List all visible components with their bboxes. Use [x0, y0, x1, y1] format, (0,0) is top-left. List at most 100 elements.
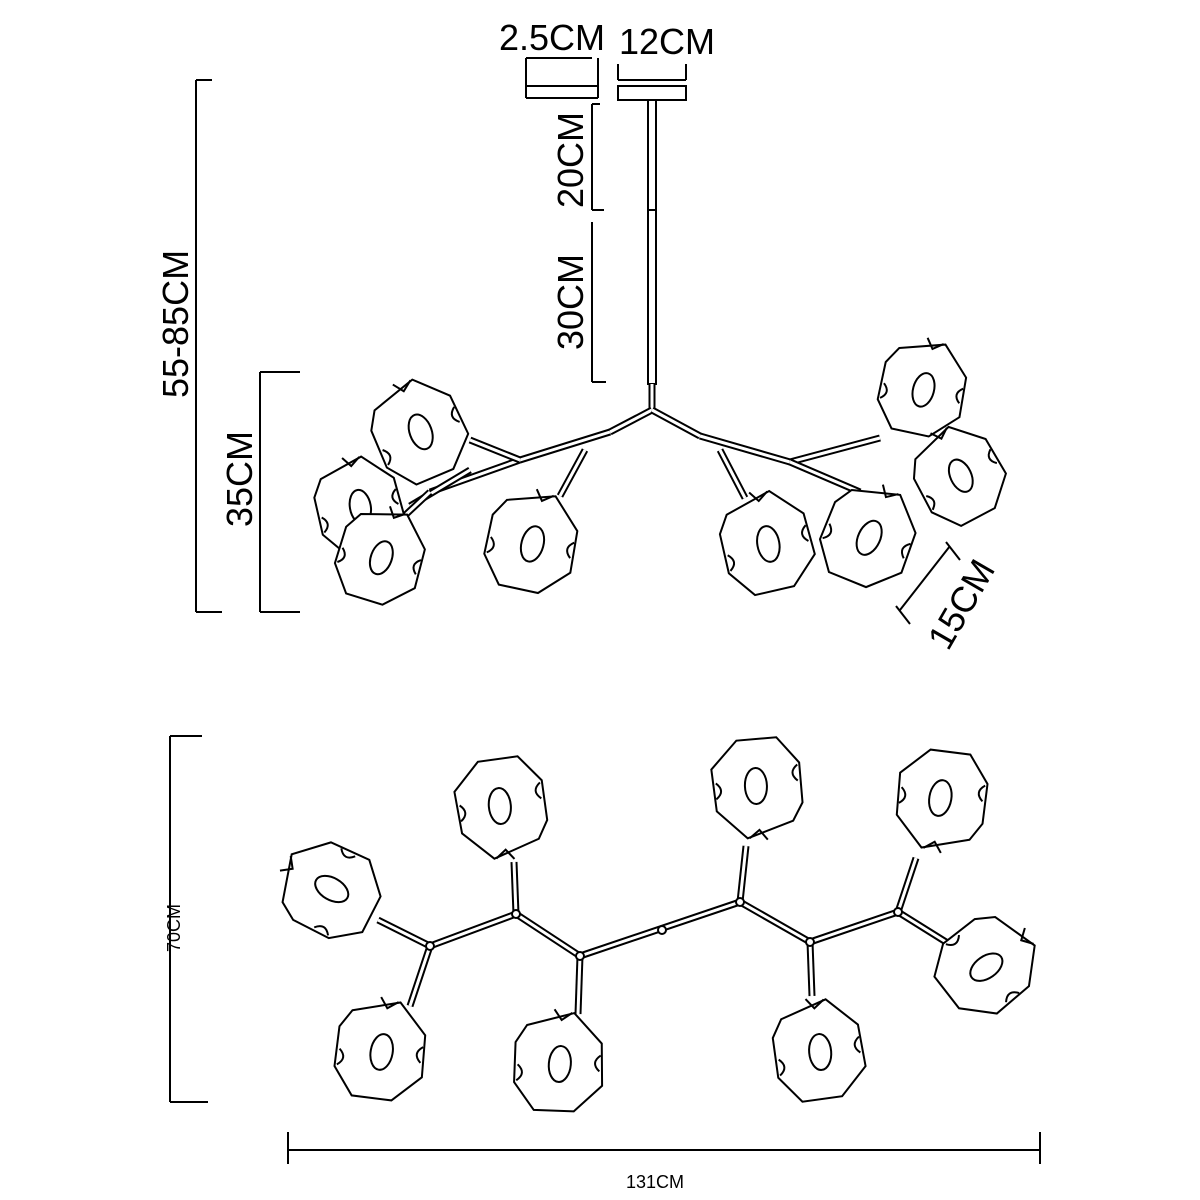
glass-dimple: [822, 523, 833, 540]
arm-joint: [511, 909, 521, 919]
arm-fill: [789, 460, 861, 494]
lamp-holder: [553, 1008, 573, 1022]
glass-dimple: [801, 524, 809, 542]
arm-fill: [519, 430, 611, 462]
arm-fill: [408, 945, 432, 1007]
lamp-holder: [930, 427, 948, 440]
arm-fill: [609, 408, 653, 434]
side-shade-5: [718, 489, 816, 597]
lamp-holder: [881, 484, 899, 499]
top-shade-8: [933, 915, 1036, 1015]
label-canopy-width: 12CM: [619, 21, 715, 62]
lamp-holder: [749, 828, 769, 841]
lamp-holder: [1020, 927, 1034, 945]
lamp-holder: [380, 996, 400, 1010]
glass-shade-highlight: [368, 540, 394, 576]
side-shade-1: [370, 378, 470, 486]
glass-shade-outline: [483, 495, 579, 595]
label-total-width: 131CM: [626, 1172, 684, 1192]
lamp-holder: [748, 490, 768, 503]
glass-dimple: [336, 1047, 345, 1066]
glass-shade-highlight: [487, 787, 512, 825]
glass-dimple: [336, 547, 346, 563]
glass-dimple: [515, 1063, 523, 1082]
lamp-holder: [279, 855, 294, 872]
glass-dimple: [778, 1058, 786, 1077]
glass-shade-outline: [710, 736, 804, 840]
glass-dimple: [412, 559, 422, 575]
glass-shade-highlight: [369, 1033, 394, 1071]
glass-dimple: [853, 1035, 861, 1054]
suspension-rod: [647, 99, 657, 385]
glass-shade-highlight: [928, 779, 953, 817]
dim-line-shade-size: [899, 545, 951, 611]
glass-dimple: [1005, 991, 1020, 1003]
glass-dimple: [925, 495, 936, 511]
arm-joint: [657, 925, 667, 935]
glass-dimple: [955, 387, 964, 404]
top-shade-5: [710, 736, 804, 841]
lamp-holder: [535, 488, 555, 503]
side-shade-3: [333, 506, 426, 606]
lamp-holder: [922, 840, 942, 854]
label-canopy-height: 2.5CM: [499, 17, 605, 58]
lamp-holder: [389, 506, 406, 520]
glass-dimple: [901, 542, 911, 559]
glass-shade-outline: [333, 1001, 427, 1102]
glass-dimple: [321, 516, 329, 534]
glass-shade-highlight: [407, 413, 434, 451]
glass-shade-outline: [370, 378, 470, 486]
glass-shade-highlight: [911, 372, 936, 408]
glass-shade-highlight: [808, 1033, 833, 1071]
arm-fill: [739, 900, 811, 944]
arm-joint: [893, 907, 903, 917]
lamp-holder: [804, 998, 825, 1010]
arm-joint: [735, 897, 745, 907]
glass-dimple: [987, 448, 998, 465]
glass-shade-outline: [818, 488, 917, 589]
label-top-view-depth: 70CM: [164, 904, 184, 952]
glass-dimple: [391, 488, 399, 505]
arm-fill: [469, 438, 521, 462]
lamp-holder: [392, 379, 412, 393]
top-shade-3: [453, 755, 549, 860]
glass-dimple: [898, 786, 907, 804]
dim-tick: [945, 541, 961, 561]
top-shade-4: [513, 1008, 604, 1113]
arm-fill: [897, 910, 947, 944]
glass-shade-highlight: [947, 458, 974, 493]
glass-dimple: [715, 782, 723, 801]
glass-shade-highlight: [519, 525, 546, 563]
glass-dimple: [727, 554, 736, 572]
arm-fill: [808, 941, 814, 997]
glass-shade-highlight: [314, 874, 350, 904]
arm-fill: [651, 408, 701, 438]
side-shade-7: [876, 337, 968, 438]
arm-joint: [425, 941, 435, 951]
top-shade-6: [771, 998, 867, 1103]
arm-fill: [515, 912, 581, 958]
glass-dimple: [486, 536, 495, 554]
glass-shade-highlight: [547, 1045, 572, 1083]
arm-fill: [699, 434, 791, 464]
glass-shade-highlight: [855, 519, 883, 556]
arm-fill: [718, 449, 747, 499]
glass-dimple: [566, 541, 575, 559]
glass-dimple: [594, 1054, 602, 1073]
glass-dimple: [791, 763, 799, 782]
glass-shade-highlight: [969, 952, 1004, 982]
arm-fill: [809, 910, 899, 944]
glass-shade-outline: [333, 512, 426, 606]
arm-joint: [805, 937, 815, 947]
glass-dimple: [945, 934, 960, 946]
glass-dimple: [977, 784, 986, 803]
side-shade-8: [912, 425, 1008, 527]
lamp-holder: [341, 456, 360, 468]
label-rod-upper: 20CM: [550, 112, 591, 208]
glass-dimple: [415, 1046, 424, 1064]
glass-shade-outline: [513, 1011, 604, 1113]
arm-fill: [377, 918, 431, 948]
top-shade-1: [279, 841, 382, 940]
label-body-height: 35CM: [219, 431, 260, 527]
